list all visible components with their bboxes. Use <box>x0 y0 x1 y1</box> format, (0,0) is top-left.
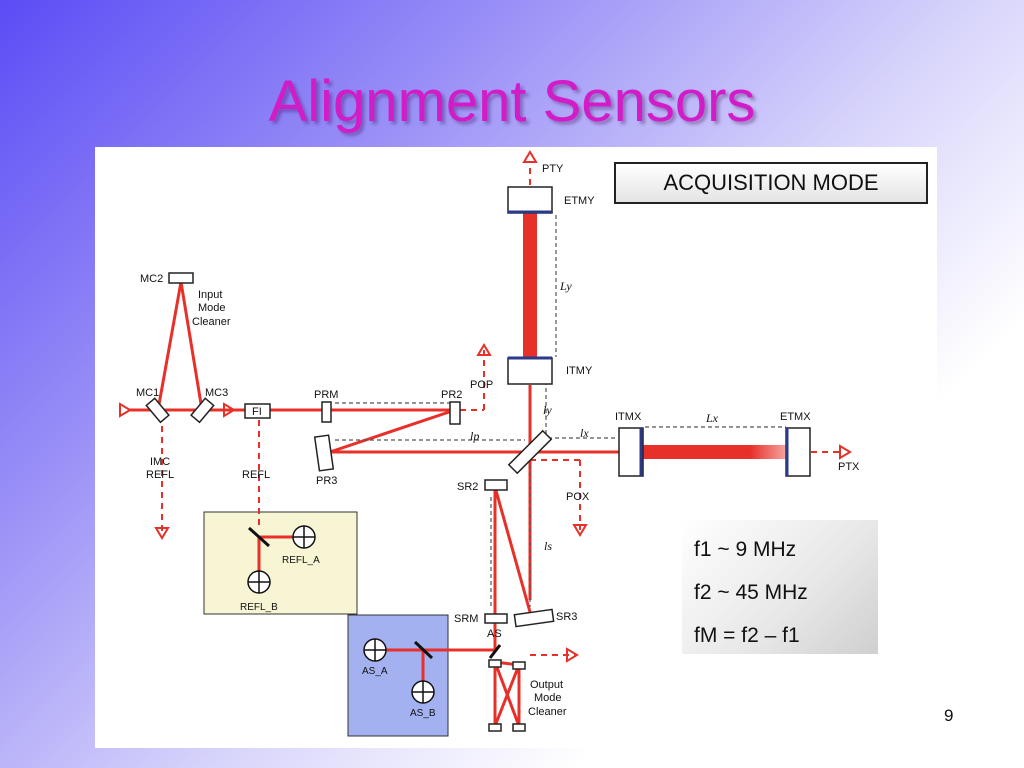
refl-b-label: REFL_B <box>240 602 278 613</box>
srm-label: SRM <box>454 613 478 625</box>
y-arm-beam <box>523 213 537 360</box>
sr3-mirror <box>513 608 555 628</box>
sr3-label: SR3 <box>556 611 577 623</box>
itmx-mirror <box>618 427 644 477</box>
itmy-mirror <box>507 357 553 385</box>
ptx-label: PTX <box>838 461 860 473</box>
pox-label: POX <box>566 491 590 503</box>
as-a-label: AS_A <box>362 666 388 677</box>
etmy-mirror <box>507 186 553 214</box>
frequency-box: f1 ~ 9 MHz f2 ~ 45 MHz fM = f2 – f1 <box>682 520 878 654</box>
lx-long-label: Lx <box>705 411 719 425</box>
x-arm-beam <box>643 445 786 459</box>
mc2-label: MC2 <box>140 273 163 285</box>
input-mc-label-1: Input <box>198 289 222 301</box>
output-mc-label-3: Cleaner <box>528 706 567 718</box>
slide-number: 9 <box>944 706 954 725</box>
frequency-f2: f2 ~ 45 MHz <box>694 581 808 604</box>
lx-label: lx <box>580 426 589 440</box>
fi-isolator <box>244 403 271 419</box>
frequency-f1: f1 ~ 9 MHz <box>694 538 797 561</box>
prm-label: PRM <box>314 389 338 401</box>
mc1-label: MC1 <box>136 387 159 399</box>
pr2-mirror <box>449 401 461 425</box>
omc-mirror <box>488 723 502 732</box>
ly-label: ly <box>543 403 552 417</box>
mc2-mirror <box>168 272 194 284</box>
as-sensor-box <box>347 614 449 737</box>
etmy-label: ETMY <box>564 195 595 207</box>
imc-refl-label-1: IMC <box>150 456 170 468</box>
imc-refl-label-2: REFL <box>146 469 174 481</box>
ly-long-label: Ly <box>559 279 572 293</box>
frequency-fm: fM = f2 – f1 <box>694 624 800 647</box>
slide-title: Alignment Sensors <box>268 69 756 134</box>
itmy-label: ITMY <box>566 365 593 377</box>
refl-a-label: REFL_A <box>282 555 320 566</box>
pop-label: POP <box>470 379 493 391</box>
ls-label: ls <box>544 539 552 553</box>
etmx-mirror <box>785 427 811 477</box>
etmx-label: ETMX <box>780 411 811 423</box>
prm-mirror <box>321 401 332 423</box>
output-mc-label-2: Mode <box>534 692 562 704</box>
pr2-label: PR2 <box>441 389 462 401</box>
omc-mirror <box>512 723 526 732</box>
refl-label: REFL <box>242 469 270 481</box>
as-b-label: AS_B <box>410 708 436 719</box>
itmx-label: ITMX <box>615 411 642 423</box>
output-mc-label-1: Output <box>530 679 563 691</box>
sr2-label: SR2 <box>457 481 478 493</box>
pr3-mirror <box>313 434 335 472</box>
pr3-label: PR3 <box>316 475 337 487</box>
refl-sensor-box <box>203 511 358 615</box>
mc3-mirror <box>190 397 215 424</box>
as-label: AS <box>487 628 502 640</box>
sr2-mirror <box>484 479 508 491</box>
lp-label: lp <box>470 429 479 443</box>
beamsplitter <box>507 429 553 475</box>
input-mc-label-3: Cleaner <box>192 316 231 328</box>
input-mc-label-2: Mode <box>198 302 226 314</box>
fi-label: FI <box>252 406 262 418</box>
acquisition-mode-box: ACQUISITION MODE <box>614 162 928 204</box>
pty-label: PTY <box>542 163 564 175</box>
mc3-label: MC3 <box>205 387 228 399</box>
mc1-mirror <box>145 397 170 424</box>
omc-mirror <box>488 659 502 668</box>
omc-mirror <box>512 661 526 670</box>
srm-mirror <box>484 613 508 624</box>
